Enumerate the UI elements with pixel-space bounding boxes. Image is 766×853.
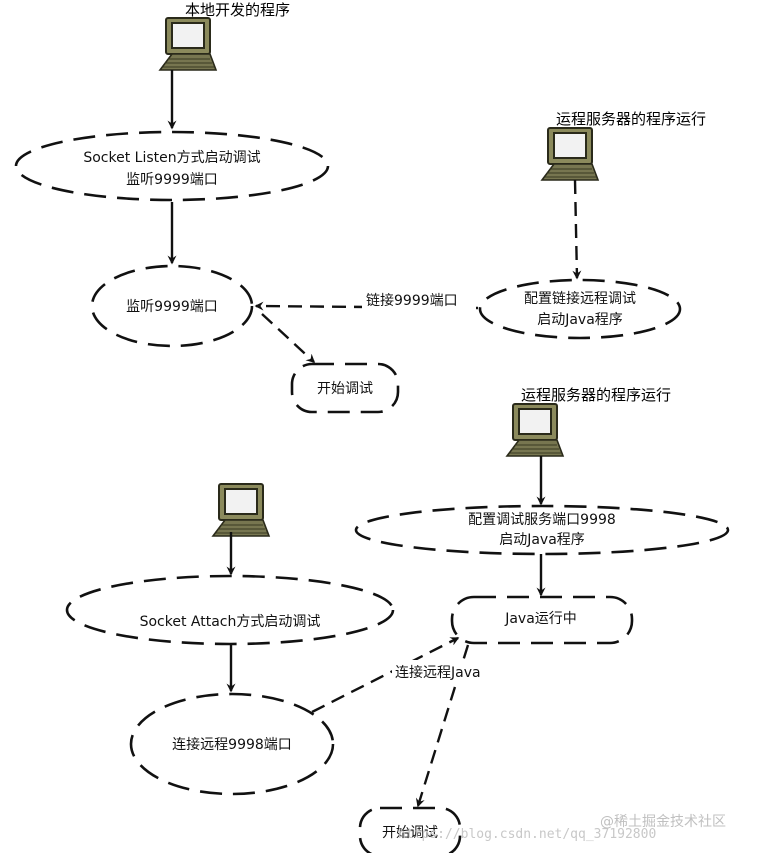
edge-label-backdrop [362, 290, 476, 310]
watermark-brand: @稀土掘金技术社区 [600, 814, 726, 830]
edge-label-connect-remote-java: 连接远程Java [395, 664, 481, 681]
arrow-laptop-to-config-link-remote [572, 179, 582, 280]
node-config-link-remote [478, 278, 682, 340]
label-start-debug-1: 开始调试 [317, 381, 373, 397]
caption-local-program: 本地开发的程序 [185, 1, 290, 19]
label-listen-9999: 监听9999端口 [126, 299, 218, 315]
label-config-link-remote-1: 配置链接远程调试 [524, 290, 636, 307]
laptop-icon [541, 127, 599, 181]
label-config-link-remote-2: 启动Java程序 [537, 312, 623, 328]
caption-remote-program-2: 运程服务器的程序运行 [521, 386, 671, 404]
arrow-listen-9999-to-start-debug-1 [261, 313, 316, 364]
node-start-debug-1 [290, 362, 400, 414]
node-socket-listen [14, 130, 330, 202]
label-start-debug-2: 开始调试 [382, 825, 438, 841]
node-socket-attach [65, 574, 395, 646]
laptop-icon [212, 483, 270, 537]
laptop-icon [159, 17, 217, 71]
node-listen-9999 [90, 264, 254, 348]
label-socket-listen-2: 监听9999端口 [126, 172, 218, 188]
caption-remote-program-1: 运程服务器的程序运行 [556, 110, 706, 128]
label-java-running: Java运行中 [504, 611, 577, 627]
label-socket-listen-1: Socket Listen方式启动调试 [83, 150, 260, 166]
node-connect-9998 [129, 692, 335, 796]
label-config-port-9998-2: 启动Java程序 [499, 532, 585, 548]
arrow-connect-9998-to-java-running [311, 636, 460, 714]
label-connect-9998: 连接远程9998端口 [172, 736, 292, 753]
edge-label-link-9999: 链接9999端口 [366, 292, 458, 309]
label-socket-attach: Socket Attach方式启动调试 [140, 614, 321, 630]
edge-label-backdrop [392, 660, 496, 680]
label-config-port-9998-1: 配置调试服务端口9998 [468, 512, 616, 528]
watermark-url: https://blog.csdn.net/qq_37192800 [398, 827, 656, 842]
laptop-icon [506, 403, 564, 457]
node-config-port-9998 [354, 504, 730, 556]
node-java-running [450, 595, 634, 645]
